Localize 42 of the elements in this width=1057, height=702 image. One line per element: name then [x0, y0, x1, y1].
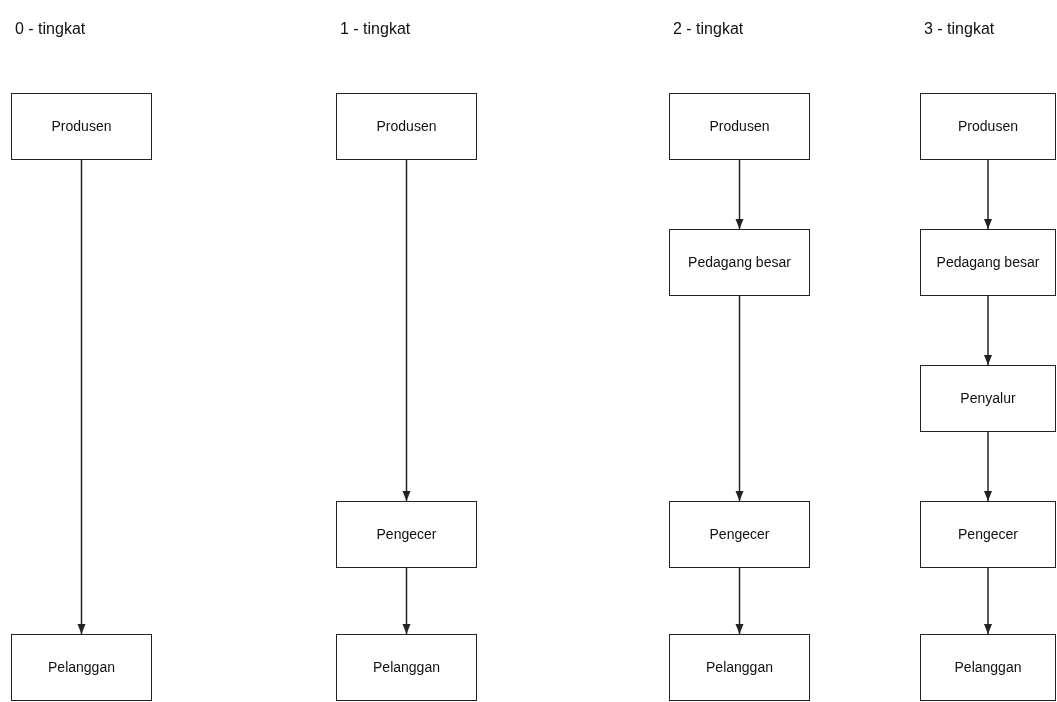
process-box — [336, 93, 477, 160]
column-heading: 3 - tingkat — [924, 20, 995, 38]
arrow — [77, 159, 86, 635]
box-label: Produsen — [375, 117, 438, 136]
arrow — [735, 159, 744, 230]
box-label: Pedagang besar — [935, 253, 1041, 272]
box-label: Pengecer — [375, 525, 438, 544]
box-label: Produsen — [708, 117, 771, 136]
arrow — [402, 567, 411, 635]
process-box — [336, 501, 477, 568]
box-label: Pelanggan — [705, 658, 774, 677]
arrow — [983, 567, 993, 635]
column-heading: 0 - tingkat — [15, 20, 86, 38]
process-box — [11, 634, 152, 701]
arrow — [735, 295, 744, 502]
box-label: Produsen — [50, 117, 113, 136]
box-label: Pelanggan — [372, 658, 441, 677]
process-box — [920, 634, 1056, 701]
process-box — [920, 365, 1056, 432]
box-label: Pelanggan — [47, 658, 116, 677]
arrow — [402, 159, 411, 502]
arrow — [983, 295, 993, 366]
process-box — [11, 93, 152, 160]
box-label: Pengecer — [957, 525, 1019, 544]
box-label: Produsen — [957, 117, 1019, 136]
column-heading: 1 - tingkat — [340, 20, 411, 38]
process-box — [336, 634, 477, 701]
arrow — [735, 567, 744, 635]
process-box — [669, 634, 810, 701]
box-label: Pelanggan — [953, 658, 1023, 677]
box-label: Penyalur — [959, 389, 1017, 408]
process-box — [669, 93, 810, 160]
box-label: Pengecer — [708, 525, 771, 544]
process-box — [669, 229, 810, 296]
column-heading: 2 - tingkat — [673, 20, 744, 38]
arrow — [983, 159, 993, 230]
process-box — [920, 229, 1056, 296]
arrow — [983, 431, 993, 502]
box-label: Pedagang besar — [687, 253, 792, 272]
process-box — [920, 93, 1056, 160]
process-box — [669, 501, 810, 568]
process-box — [920, 501, 1056, 568]
